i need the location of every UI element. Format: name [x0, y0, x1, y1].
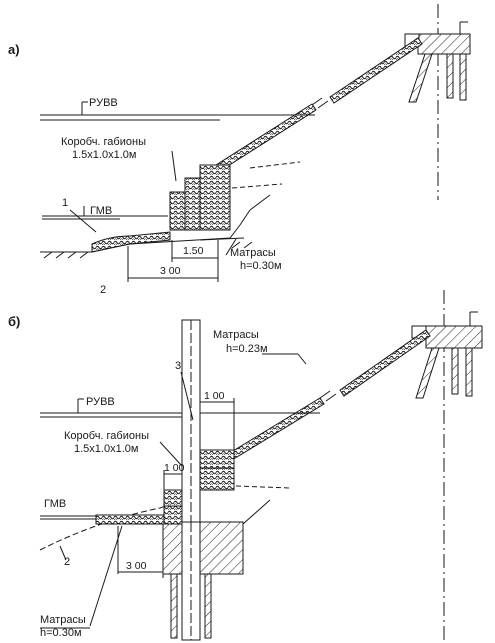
panel-b-gabion-label-line2: 1.5x1.0x1.0м: [74, 443, 139, 455]
panel-b-mattress-label-line2: h=0.30м: [40, 627, 82, 639]
panel-a-dim-outer: 3 00: [160, 265, 181, 277]
panel-b-drawing: [39, 290, 483, 641]
panel-b-callout-3: 3: [175, 360, 182, 372]
panel-b-water-high-label: РУВВ: [86, 396, 115, 408]
panel-a-water-high-label: РУВВ: [89, 97, 118, 109]
panel-a-callout-2: 2: [100, 284, 107, 296]
panel-a-dim-inner: 1.50: [183, 245, 204, 257]
panel-b-dim-top: 1 00: [204, 390, 225, 402]
panel-b-dim-mid: 1 00: [164, 462, 185, 474]
panel-a-gabion-label-line1: Коробч. габионы: [61, 136, 146, 148]
panel-b-label: б): [8, 314, 21, 329]
panel-b-dim-outer: 3 00: [126, 560, 147, 572]
panel-b-top-mattress-label-line1: Матрасы: [213, 329, 259, 341]
panel-a-water-low-label: ГМВ: [90, 205, 113, 217]
panel-a-drawing: [40, 4, 471, 282]
panel-b-callout-2: 2: [64, 556, 71, 568]
panel-b-water-low-label: ГМВ: [44, 498, 67, 510]
panel-a-callout-1: 1: [62, 197, 69, 209]
panel-a-label: а): [8, 42, 20, 57]
panel-a-mattress-label-line2: h=0.30м: [240, 260, 282, 272]
panel-b-top-mattress-label-line2: h=0.23м: [226, 343, 268, 355]
panel-b-mattress-label-line1: Матрасы: [40, 614, 86, 626]
panel-a-gabion-label-line2: 1.5x1.0x1.0м: [72, 149, 137, 161]
panel-a-mattress-label-line1: Матрасы: [230, 247, 276, 259]
panel-b-gabion-label-line1: Коробч. габионы: [64, 430, 149, 442]
